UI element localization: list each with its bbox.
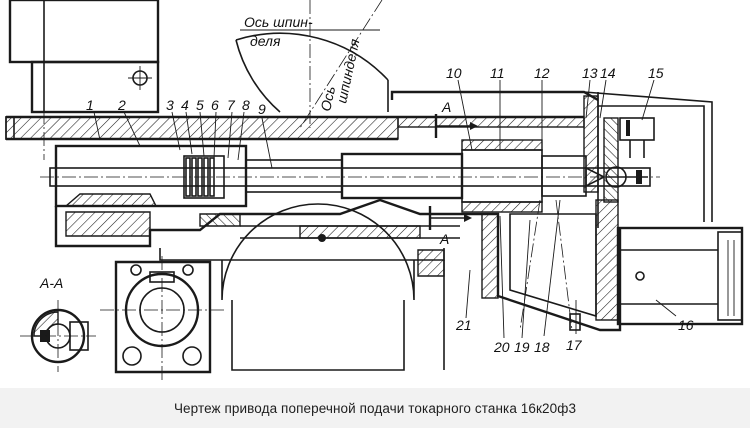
caption-bar: Чертеж привода поперечной подачи токарно… (0, 388, 750, 428)
callout-16: 16 (678, 317, 694, 333)
section-arrow-label-top: A (441, 99, 451, 115)
section-marker-bottom (428, 206, 472, 230)
callout-2: 2 (117, 97, 126, 113)
callout-12: 12 (534, 65, 550, 81)
machine-bed (159, 203, 445, 371)
callout-1: 1 (86, 97, 94, 113)
callout-13: 13 (582, 65, 598, 81)
gear-housing (460, 199, 622, 332)
spindle-axis-label-2: Ось (317, 85, 338, 113)
bearing-stack (185, 157, 215, 197)
callout-3: 3 (166, 97, 174, 113)
cross-feed-drive-drawing: Ось шпин- деля Ось шпинделя A A A-A 1 2 … (5, 0, 744, 380)
callout-9: 9 (258, 101, 266, 117)
spindle-axis-label-1: Ось шпин- (244, 14, 313, 30)
spindle-axis-label-1b: деля (250, 33, 281, 49)
callout-15: 15 (648, 65, 664, 81)
section-view-label: A-A (39, 275, 63, 291)
leadscrew-shaft (40, 139, 660, 213)
callout-8: 8 (242, 97, 250, 113)
callout-17: 17 (566, 337, 583, 353)
section-arrow-label-bottom: A (439, 231, 449, 247)
motor-flange (100, 256, 226, 380)
spindle-axis-label-2b: шпинделя (333, 37, 362, 105)
callout-11: 11 (490, 65, 505, 81)
section-marker-top (434, 114, 478, 138)
callout-21: 21 (455, 317, 472, 333)
callout-14: 14 (600, 65, 616, 81)
spindle-outline (235, 0, 389, 129)
caption-text: Чертеж привода поперечной подачи токарно… (173, 400, 577, 416)
sensor-15 (619, 117, 655, 158)
callout-18: 18 (534, 339, 550, 355)
callout-7: 7 (227, 97, 236, 113)
lower-casting (54, 193, 460, 248)
section-view-aa (20, 300, 96, 372)
motor-cover (390, 90, 713, 228)
cross-slide (5, 115, 585, 141)
callout-4: 4 (181, 97, 189, 113)
leader-lines (93, 79, 677, 339)
callout-5: 5 (196, 97, 204, 113)
callout-10: 10 (446, 65, 462, 81)
motor-16 (616, 226, 744, 326)
callout-19: 19 (514, 339, 530, 355)
callout-20: 20 (493, 339, 510, 355)
callout-6: 6 (211, 97, 219, 113)
